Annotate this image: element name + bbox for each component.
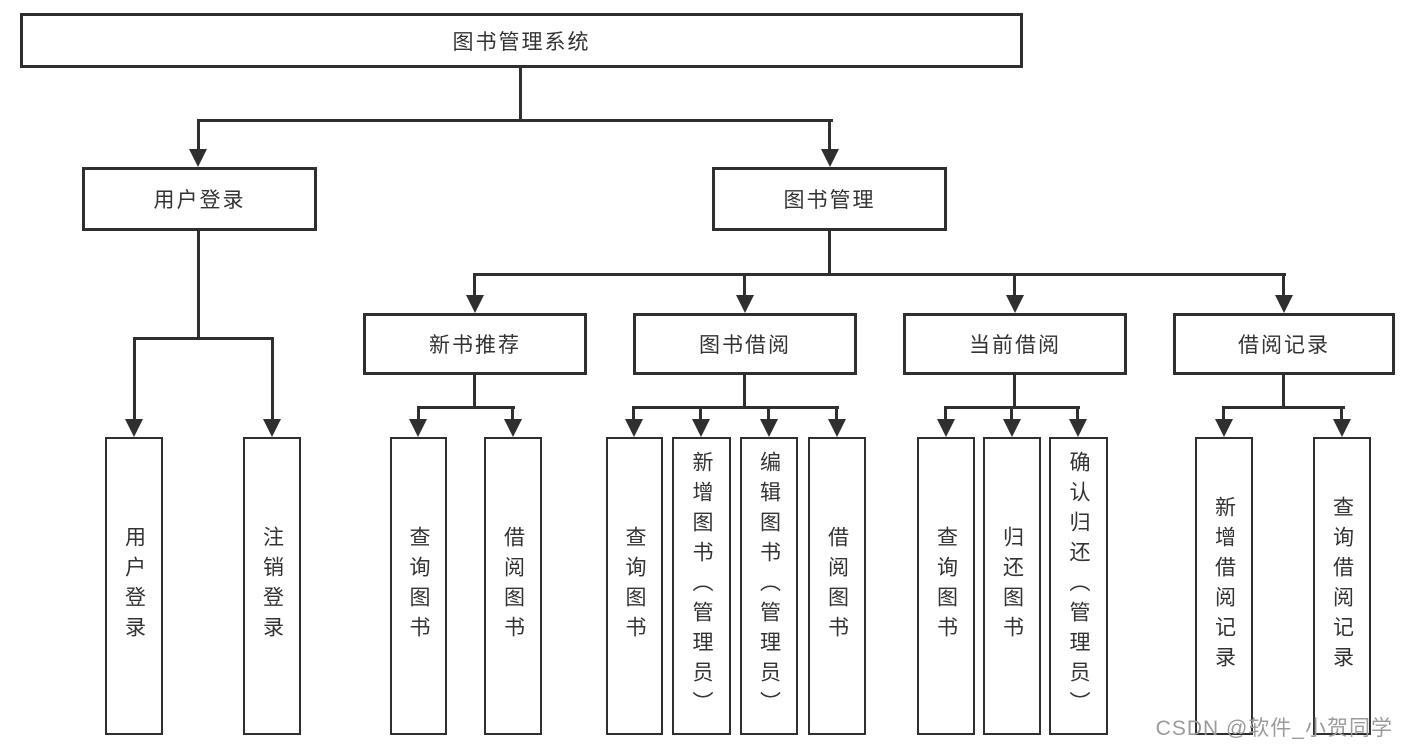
leaf-records-add-record-label: 新增借阅记录 [1212, 496, 1236, 676]
connector-line [1222, 406, 1225, 421]
connector-line [197, 119, 833, 122]
arrow-down-icon [504, 419, 522, 437]
arrow-down-icon [937, 419, 955, 437]
arrow-down-icon [466, 295, 484, 313]
node-book-management-label: 图书管理 [783, 189, 876, 212]
leaf-recommend-query-books-label: 查询图书 [407, 526, 431, 646]
leaf-logout-label: 注销登录 [260, 526, 284, 646]
connector-line [743, 273, 746, 297]
leaf-borrow-edit-books-admin: 编辑图书（管理员） [740, 437, 798, 735]
leaf-borrow-edit-books-admin-label: 编辑图书（管理员） [757, 451, 781, 721]
connector-line [632, 406, 839, 409]
leaf-current-query-books-label: 查询图书 [934, 526, 958, 646]
connector-line [828, 229, 831, 276]
leaf-records-add-record: 新增借阅记录 [1195, 437, 1253, 735]
connector-line [1013, 373, 1016, 408]
connector-line [197, 229, 200, 339]
connector-line [743, 373, 746, 408]
leaf-current-confirm-return-admin: 确认归还（管理员） [1049, 437, 1108, 735]
arrow-down-icon [1333, 419, 1351, 437]
arrow-down-icon [760, 419, 778, 437]
arrow-down-icon [1006, 295, 1024, 313]
connector-line [828, 119, 831, 151]
arrow-down-icon [828, 419, 846, 437]
leaf-current-confirm-return-admin-label: 确认归还（管理员） [1067, 451, 1091, 721]
connector-line [473, 273, 1286, 276]
node-book-borrow: 图书借阅 [633, 313, 857, 375]
leaf-user-login: 用户登录 [105, 437, 163, 735]
connector-line [473, 373, 476, 408]
connector-line [1010, 406, 1013, 421]
arrow-down-icon [125, 419, 143, 437]
connector-line [1282, 273, 1285, 297]
connector-line [271, 337, 274, 421]
connector-line [197, 119, 200, 151]
connector-line [417, 406, 515, 409]
arrow-down-icon [821, 149, 839, 167]
leaf-recommend-query-books: 查询图书 [390, 437, 447, 735]
node-current-borrow: 当前借阅 [903, 313, 1127, 375]
arrow-down-icon [409, 419, 427, 437]
node-user-login: 用户登录 [82, 167, 317, 231]
node-user-login-label: 用户登录 [153, 189, 246, 212]
node-new-book-recommend: 新书推荐 [363, 313, 587, 375]
arrow-down-icon [1215, 419, 1233, 437]
leaf-borrow-query-books: 查询图书 [606, 437, 663, 735]
arrow-down-icon [1069, 419, 1087, 437]
connector-line [835, 406, 838, 421]
leaf-current-return-books-label: 归还图书 [1000, 526, 1024, 646]
connector-line [1282, 373, 1285, 408]
arrow-down-icon [1275, 295, 1293, 313]
arrow-down-icon [189, 149, 207, 167]
connector-line [767, 406, 770, 421]
leaf-borrow-query-books-label: 查询图书 [623, 526, 647, 646]
connector-line [1076, 406, 1079, 421]
connector-line [699, 406, 702, 421]
node-book-borrow-label: 图书借阅 [699, 334, 791, 357]
arrow-down-icon [1003, 419, 1021, 437]
leaf-borrow-borrow-books: 借阅图书 [808, 437, 866, 735]
connector-line [1222, 406, 1345, 409]
connector-line [1340, 406, 1343, 421]
connector-line [133, 337, 136, 421]
leaf-logout: 注销登录 [243, 437, 301, 735]
leaf-current-query-books: 查询图书 [917, 437, 975, 735]
leaf-borrow-add-books-admin: 新增图书（管理员） [672, 437, 731, 735]
connector-line [473, 273, 476, 297]
leaf-current-return-books: 归还图书 [983, 437, 1041, 735]
leaf-borrow-add-books-admin-label: 新增图书（管理员） [690, 451, 714, 721]
node-root: 图书管理系统 [20, 13, 1023, 68]
arrow-down-icon [736, 295, 754, 313]
node-new-book-recommend-label: 新书推荐 [429, 334, 521, 357]
connector-line [511, 406, 514, 421]
connector-line [133, 337, 274, 340]
node-root-label: 图书管理系统 [452, 30, 591, 54]
node-borrow-records-label: 借阅记录 [1238, 334, 1330, 357]
arrow-down-icon [625, 419, 643, 437]
csdn-watermark: CSDN @软件_小贺同学 [1155, 717, 1393, 740]
arrow-down-icon [692, 419, 710, 437]
leaf-records-query-record: 查询借阅记录 [1313, 437, 1371, 735]
leaf-records-query-record-label: 查询借阅记录 [1330, 496, 1354, 676]
connector-line [1013, 273, 1016, 297]
connector-line [944, 406, 947, 421]
node-current-borrow-label: 当前借阅 [969, 334, 1061, 357]
connector-line [632, 406, 635, 421]
leaf-borrow-borrow-books-label: 借阅图书 [825, 526, 849, 646]
node-book-management: 图书管理 [712, 167, 947, 231]
leaf-user-login-label: 用户登录 [122, 526, 146, 646]
leaf-recommend-borrow-books: 借阅图书 [484, 437, 542, 735]
leaf-recommend-borrow-books-label: 借阅图书 [501, 526, 525, 646]
node-borrow-records: 借阅记录 [1173, 313, 1395, 375]
connector-line [519, 66, 522, 121]
connector-line [417, 406, 420, 421]
arrow-down-icon [263, 419, 281, 437]
